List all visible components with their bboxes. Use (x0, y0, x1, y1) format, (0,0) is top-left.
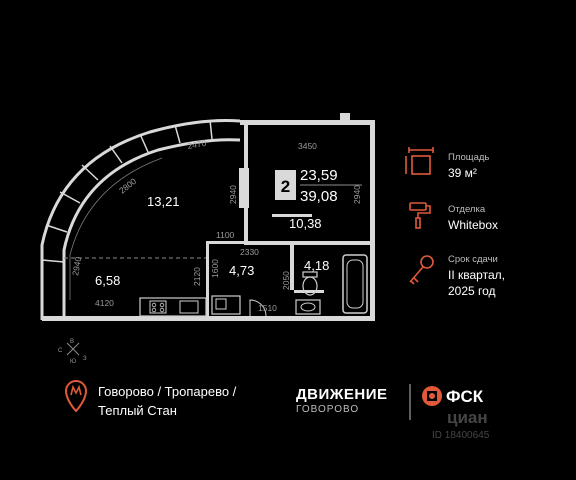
rooms-count: 2 (281, 177, 290, 196)
dim-arc-mid: 2800 (117, 176, 138, 196)
area-frame-icon (405, 147, 434, 175)
metro-block: Говорово / Тропарево / Теплый Стан (64, 380, 237, 418)
kitchen-counter (139, 297, 207, 317)
toilet (302, 271, 318, 296)
room-area-hall: 4,73 (229, 263, 254, 278)
project-name: ДВИЖЕНИЕ (296, 386, 387, 403)
paint-roller-icon (409, 202, 431, 229)
project-district: ГОВОРОВО (296, 404, 359, 415)
dim-arc-left: 2940 (70, 256, 83, 277)
wall-hall-top (206, 241, 248, 244)
dim-4120: 4120 (95, 298, 114, 308)
watermark-id: ID 18400645 (432, 430, 490, 441)
room-area-bath: 4,18 (304, 258, 329, 273)
room-area-dining: 6,58 (95, 273, 120, 288)
dim-2330: 2330 (240, 247, 259, 257)
room-area-bedroom: 10,38 (289, 216, 322, 231)
wall-top (240, 120, 375, 125)
bath-sink (295, 299, 321, 315)
spec-label-deadline: Срок сдачи (448, 254, 498, 265)
developer-name: ФСК (446, 387, 484, 406)
wall-top-column (340, 113, 350, 125)
wall-bath-left (290, 245, 294, 290)
wall-pillar (239, 168, 249, 208)
window-mullions (41, 119, 213, 263)
key-icon (409, 255, 434, 285)
spec-value-area: 39 м² (448, 166, 477, 180)
dim-2050: 2050 (281, 271, 291, 290)
dim-1510: 1510 (258, 303, 277, 313)
arc-guide-line (69, 157, 163, 300)
spec-value-deadline-2: 2025 год (448, 284, 496, 298)
specs-panel: Площадь 39 м² Отделка Whitebox Срок сдач… (405, 147, 505, 298)
wall-bedroom-bottom (248, 241, 370, 245)
spec-label-finish: Отделка (448, 204, 486, 215)
dim-top-3450: 3450 (298, 141, 317, 151)
floor-plan: 2 23,59 39,08 13,21 6,58 10,38 4,73 4,18… (40, 113, 375, 321)
spec-label-area: Площадь (448, 152, 489, 163)
bathtub (342, 254, 368, 314)
spec-value-finish: Whitebox (448, 218, 498, 232)
curved-wall-outer (40, 118, 241, 320)
room-area-living: 13,21 (147, 194, 180, 209)
wall-hall-left (206, 241, 209, 316)
entrance-door (249, 299, 267, 317)
metro-stations-line1: Говорово / Тропарево / (98, 384, 237, 399)
compass-south: Ю (70, 359, 76, 365)
door-leaf-bedroom (272, 214, 312, 217)
rooms-count-badge (275, 170, 296, 200)
curved-wall-inner (62, 138, 241, 320)
dim-arc-top: 2470 (187, 138, 208, 151)
project-logo: ДВИЖЕНИЕ ГОВОРОВО (296, 386, 387, 415)
dim-2120: 2120 (192, 267, 202, 286)
compass: В С Ю З (58, 339, 87, 365)
compass-north: С (58, 348, 63, 354)
dim-1100: 1100 (216, 230, 235, 240)
living-area: 23,59 (300, 167, 338, 184)
wall-right (370, 120, 375, 320)
compass-east: В (70, 339, 74, 345)
metro-pin-icon (64, 380, 88, 413)
developer-logo: ФСК (422, 386, 484, 406)
watermark: циан ID 18400645 (432, 408, 490, 441)
wall-bottom (42, 316, 375, 321)
hall-wardrobe (211, 295, 241, 315)
dim-wall-2940-left: 2940 (228, 185, 238, 204)
watermark-brand: циан (447, 408, 488, 427)
wall-bath-bottom (294, 290, 324, 293)
compass-west: З (83, 356, 87, 362)
dim-wall-2940-right: 2940 (352, 185, 362, 204)
metro-stations-line2: Теплый Стан (98, 403, 177, 418)
dim-1600: 1600 (210, 259, 220, 278)
spec-value-deadline-1: II квартал, (448, 268, 505, 282)
total-area: 39,08 (300, 188, 338, 205)
